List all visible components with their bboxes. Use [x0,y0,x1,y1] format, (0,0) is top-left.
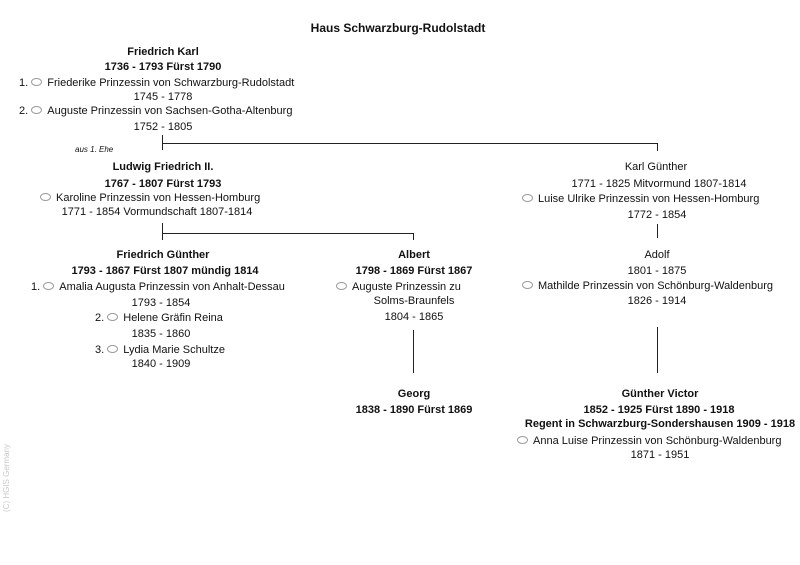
connector-line [162,233,414,234]
georg-dates: 1838 - 1890 Fürst 1869 [355,404,473,416]
friedrich-guenther-spouse-2-dates: 1835 - 1860 [131,328,191,340]
adolf-spouse: Mathilde Prinzessin von Schönburg-Walden… [522,279,773,293]
marriage-rings-icon [522,281,533,290]
albert-dates: 1798 - 1869 Fürst 1867 [355,265,473,277]
page-title: Haus Schwarzburg-Rudolstadt [310,21,486,35]
friedrich-guenther-dates: 1793 - 1867 Fürst 1807 mündig 1814 [71,265,259,277]
connector-line [413,330,414,373]
connector-line [162,223,163,240]
albert-spouse: Auguste Prinzessin zu [336,280,461,294]
friedrich-guenther-spouse-1-dates: 1793 - 1854 [131,297,191,309]
spouse-name: Luise Ulrike Prinzessin von Hessen-Hombu… [538,193,760,205]
friedrich-guenther-spouse-3: 3. Lydia Marie Schultze [95,343,225,357]
ludwig-friedrich-dates: 1767 - 1807 Fürst 1793 [104,178,222,190]
connector-line [413,233,414,240]
marriage-rings-icon [336,282,347,291]
guenther-victor-regent: Regent in Schwarzburg-Sondershausen 1909… [524,418,796,430]
spouse-number: 3. [95,344,105,356]
marriage-rings-icon [31,106,43,115]
friedrich-karl-dates: 1736 - 1793 Fürst 1790 [104,61,222,73]
adolf-name: Adolf [644,249,670,261]
spouse-number: 2. [95,312,105,324]
connector-line [657,327,658,373]
spouse-name: Amalia Augusta Prinzessin von Anhalt-Des… [59,281,285,293]
connector-line [657,224,658,238]
spouse-name: Lydia Marie Schultze [123,344,225,356]
guenther-victor-name: Günther Victor [621,388,699,400]
friedrich-karl-spouse-2-dates: 1752 - 1805 [133,121,193,133]
marriage-rings-icon [43,282,55,291]
friedrich-guenther-spouse-1: 1. Amalia Augusta Prinzessin von Anhalt-… [31,280,285,294]
connector-line [162,143,658,144]
karl-guenther-spouse-dates: 1772 - 1854 [627,209,687,221]
guenther-victor-dates: 1852 - 1925 Fürst 1890 - 1918 [583,404,735,416]
karl-guenther-dates: 1771 - 1825 Mitvormund 1807-1814 [571,178,747,190]
friedrich-karl-spouse-2: 2. Auguste Prinzessin von Sachsen-Gotha-… [19,104,292,118]
connector-line [162,135,163,150]
friedrich-guenther-spouse-3-dates: 1840 - 1909 [131,358,191,370]
marriage-rings-icon [40,193,51,202]
friedrich-karl-spouse-1-dates: 1745 - 1778 [133,91,193,103]
marriage-rings-icon [517,436,528,445]
spouse-name: Auguste Prinzessin von Sachsen-Gotha-Alt… [47,105,293,117]
adolf-dates: 1801 - 1875 [627,265,687,277]
albert-name: Albert [398,249,430,261]
marriage-rings-icon [522,194,533,203]
ludwig-friedrich-spouse: Karoline Prinzessin von Hessen-Homburg [40,191,260,205]
adolf-spouse-dates: 1826 - 1914 [627,295,687,307]
spouse-name: Friederike Prinzessin von Schwarzburg-Ru… [47,77,295,89]
spouse-number: 1. [31,281,41,293]
albert-spouse-dates: 1804 - 1865 [384,311,444,323]
friedrich-guenther-spouse-2: 2. Helene Gräfin Reina [95,311,223,325]
connector-line [657,143,658,151]
spouse-name: Mathilde Prinzessin von Schönburg-Walden… [538,280,773,292]
spouse-number: 1. [19,77,29,89]
marriage-rings-icon [107,345,119,354]
georg-name: Georg [397,388,431,400]
karl-guenther-name: Karl Günther [624,161,688,173]
marriage-note: aus 1. Ehe [75,145,114,154]
marriage-rings-icon [107,313,119,322]
spouse-name: Karoline Prinzessin von Hessen-Homburg [56,192,261,204]
albert-spouse-line-2: Solms-Braunfels [373,295,455,307]
friedrich-guenther-name: Friedrich Günther [116,249,210,261]
spouse-name: Helene Gräfin Reina [123,312,223,324]
spouse-number: 2. [19,105,29,117]
guenther-victor-spouse-dates: 1871 - 1951 [630,449,690,461]
ludwig-friedrich-spouse-dates: 1771 - 1854 Vormundschaft 1807-1814 [61,206,253,218]
friedrich-karl-name: Friedrich Karl [127,46,199,58]
spouse-name: Anna Luise Prinzessin von Schönburg-Wald… [533,435,782,447]
ludwig-friedrich-name: Ludwig Friedrich II. [112,161,214,173]
spouse-name: Auguste Prinzessin zu [352,281,461,293]
marriage-rings-icon [31,78,43,87]
friedrich-karl-spouse-1: 1. Friederike Prinzessin von Schwarzburg… [19,76,294,90]
copyright-notice: (C) HGIS Germany [2,443,11,512]
karl-guenther-spouse: Luise Ulrike Prinzessin von Hessen-Hombu… [522,192,759,206]
guenther-victor-spouse: Anna Luise Prinzessin von Schönburg-Wald… [517,434,781,448]
